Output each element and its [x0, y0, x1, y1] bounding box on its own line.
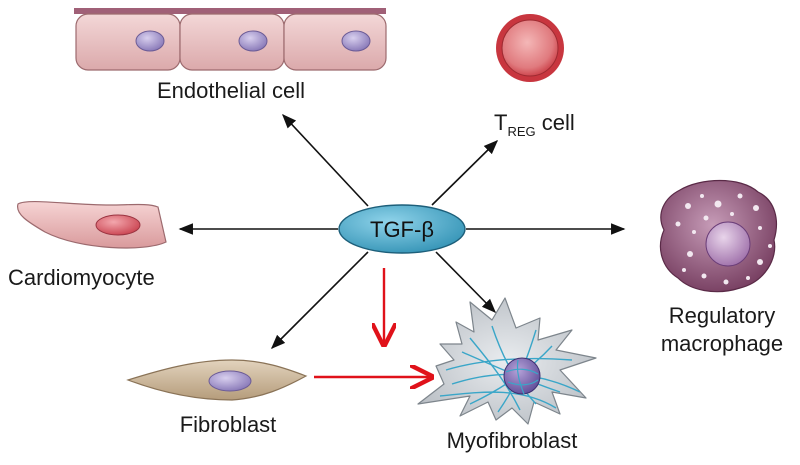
arrow-to-treg — [431, 139, 499, 206]
tgf-beta-label: TGF-β — [370, 217, 434, 242]
tgf-beta-hub: TGF-β — [338, 204, 466, 254]
endothelial-nucleus-3 — [341, 30, 371, 52]
arrow-to-fibroblast — [270, 251, 369, 350]
macrophage-vacuoles — [675, 193, 772, 285]
myofibroblast — [417, 297, 597, 425]
treg-inner — [501, 19, 559, 77]
basement-membrane — [74, 8, 386, 14]
differentiation-arrows — [314, 268, 432, 377]
macrophage-nucleus — [705, 221, 751, 267]
nucleus-fibers — [505, 359, 539, 395]
arrow-to-myofibroblast — [435, 251, 497, 314]
endothelial-cell — [74, 8, 387, 71]
macrophage-label-line1: Regulatory — [669, 303, 775, 328]
fibroblast-nucleus — [208, 370, 252, 392]
endothelial-cell-label: Endothelial cell — [157, 78, 305, 103]
fibroblast — [126, 359, 308, 401]
cardiomyocyte-body — [17, 200, 167, 249]
treg-cell-label: TREG cell — [494, 110, 575, 139]
cardiomyocyte-nucleus — [95, 214, 141, 236]
macrophage-label-line2: macrophage — [661, 331, 783, 356]
endothelial-nucleus-2 — [238, 30, 268, 52]
treg-cell — [496, 14, 564, 82]
tgf-beta-ellipse — [338, 204, 466, 254]
endothelial-segment-2 — [179, 13, 285, 71]
myofibroblast-label: Myofibroblast — [447, 428, 578, 453]
signaling-arrows — [178, 113, 626, 350]
myofibroblast-nucleus — [503, 357, 541, 395]
endothelial-segment-3 — [283, 13, 387, 71]
cardiomyocyte-label: Cardiomyocyte — [8, 265, 155, 290]
regulatory-macrophage — [659, 179, 778, 293]
fibroblast-label: Fibroblast — [180, 412, 277, 437]
cardiomyocyte — [17, 200, 167, 249]
arrow-to-endothelial — [282, 113, 369, 207]
endothelial-nucleus-1 — [135, 30, 165, 52]
